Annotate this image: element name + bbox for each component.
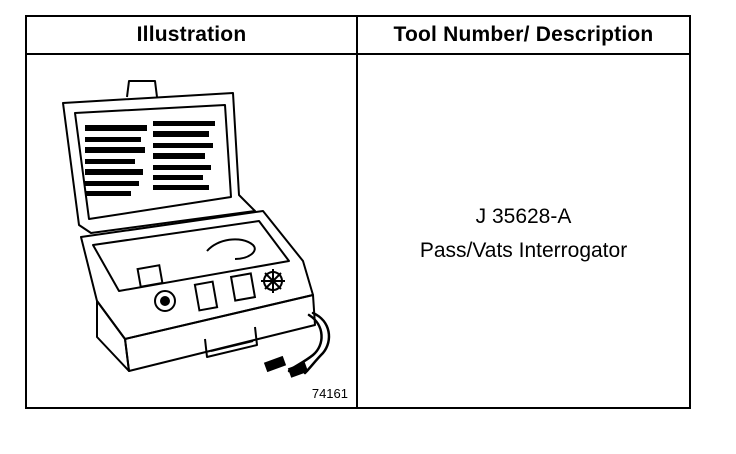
column-divider [356,17,358,407]
tool-table: Illustration Tool Number/ Description [25,15,691,409]
tool-description-header: Tool Number/ Description [393,23,654,46]
illustration-header: Illustration [136,23,247,46]
tester-case-illustration-icon [62,80,331,378]
illustration-cell: 74161 [27,55,356,407]
tool-number: J 35628-A [475,205,572,228]
tool-description: Pass/Vats Interrogator [419,239,628,262]
tool-description-cell: J 35628-A Pass/Vats Interrogator [358,55,689,407]
figure-number: 74161 [311,386,348,401]
header-row: Illustration Tool Number/ Description [27,17,689,55]
